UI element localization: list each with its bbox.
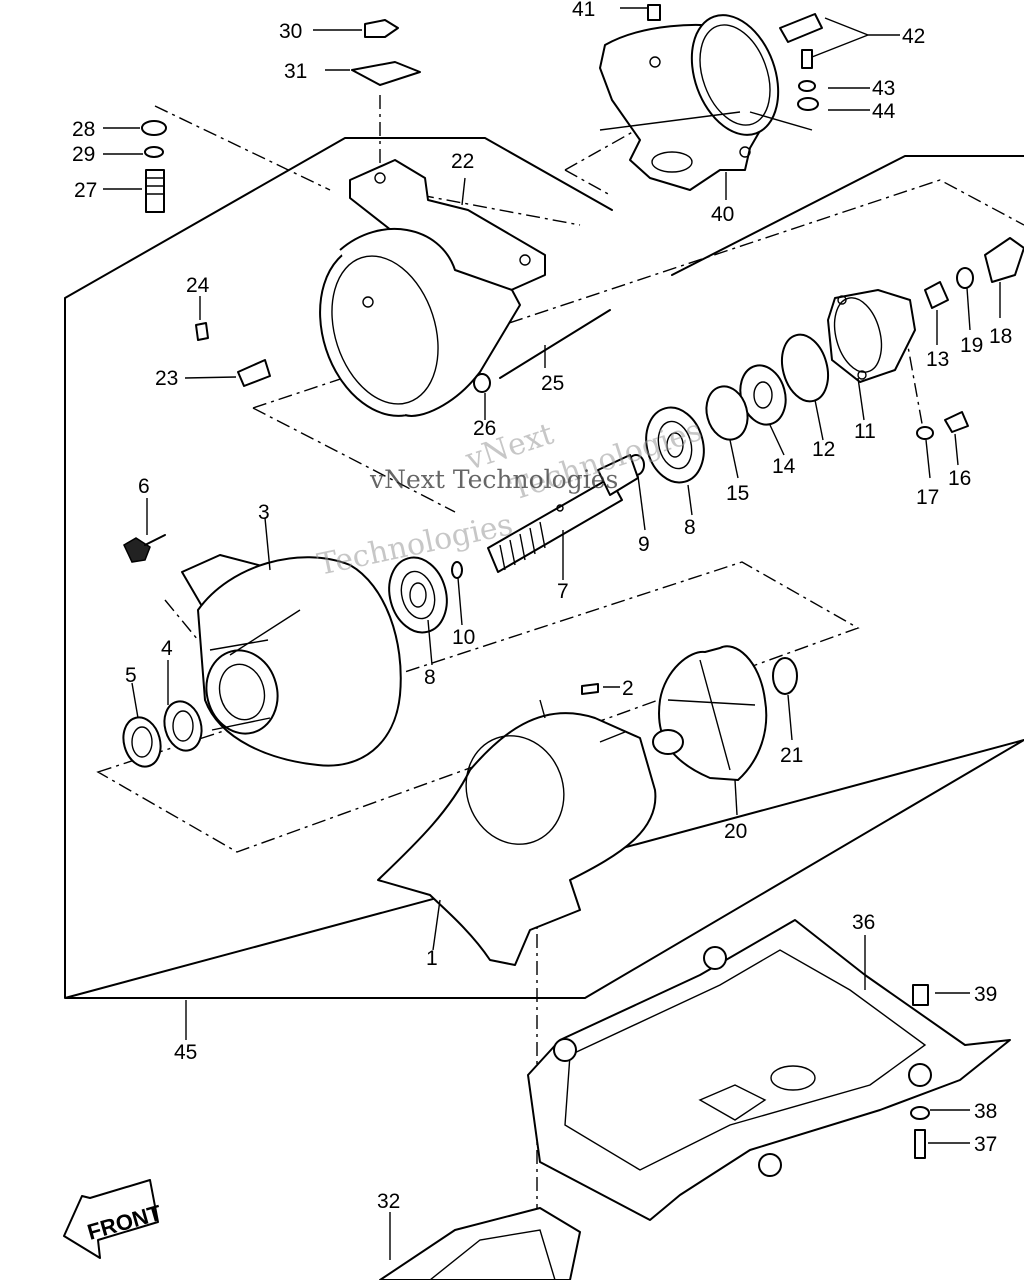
impeller-20 <box>652 645 768 781</box>
bearing-8-upper <box>645 406 705 484</box>
label-27: 27 <box>74 179 97 202</box>
label-12: 12 <box>812 438 835 461</box>
key-2 <box>581 683 599 695</box>
label-19: 19 <box>960 334 983 357</box>
leader-28-dash <box>154 95 581 226</box>
leader-lines <box>103 7 1001 1260</box>
pump-plate-36 <box>527 919 1011 1221</box>
label-36: 36 <box>852 911 875 934</box>
label-45: 45 <box>174 1041 197 1064</box>
pump-housing-22 <box>319 159 546 417</box>
assembly-outline-45 <box>64 137 1024 999</box>
label-40: 40 <box>711 203 734 226</box>
circlip-10 <box>451 561 463 579</box>
label-6: 6 <box>138 475 150 498</box>
label-10: 10 <box>452 626 475 649</box>
label-9: 9 <box>638 533 650 556</box>
label-5: 5 <box>125 664 137 687</box>
label-16: 16 <box>948 467 971 490</box>
label-29: 29 <box>72 143 95 166</box>
label-23: 23 <box>155 367 178 390</box>
label-7: 7 <box>557 580 569 603</box>
part-labels: 30 31 28 29 27 22 24 23 25 26 41 42 43 4… <box>72 0 1012 1213</box>
pump-cap-11 <box>827 289 916 383</box>
o-ring-12 <box>780 333 830 403</box>
seal-4 <box>163 700 203 752</box>
label-15: 15 <box>726 482 749 505</box>
label-38: 38 <box>974 1100 997 1123</box>
label-21: 21 <box>780 744 803 767</box>
front-arrow-indicator: FRONT <box>63 1179 165 1259</box>
label-17: 17 <box>916 486 939 509</box>
watermark-line3: vNext Technologies <box>369 465 618 494</box>
label-3: 3 <box>258 501 270 524</box>
label-28: 28 <box>72 118 95 141</box>
label-41: 41 <box>572 0 595 21</box>
label-14: 14 <box>772 455 796 478</box>
label-18: 18 <box>989 325 1012 348</box>
washer-21 <box>772 657 798 695</box>
label-26: 26 <box>473 417 496 440</box>
label-8-lower: 8 <box>424 666 436 689</box>
label-1: 1 <box>426 947 438 970</box>
bearing-8-lower <box>388 556 448 634</box>
label-30: 30 <box>279 20 302 43</box>
label-2: 2 <box>622 677 634 700</box>
label-31: 31 <box>284 60 307 83</box>
pump-body-3 <box>181 554 402 767</box>
label-11: 11 <box>854 420 876 443</box>
grate-32 <box>379 1207 581 1280</box>
label-13: 13 <box>926 348 949 371</box>
intake-housing-40 <box>599 14 780 191</box>
label-24: 24 <box>186 274 210 297</box>
nozzle-1 <box>377 699 657 966</box>
label-43: 43 <box>872 77 895 100</box>
seal-5 <box>122 716 162 768</box>
label-4: 4 <box>161 637 173 660</box>
label-42: 42 <box>902 25 925 48</box>
subgroup-outline-upper <box>252 179 1024 513</box>
label-25: 25 <box>541 372 564 395</box>
label-20: 20 <box>724 820 747 843</box>
label-8-upper: 8 <box>684 516 696 539</box>
hardware-small <box>141 4 1024 1159</box>
label-22: 22 <box>451 150 474 173</box>
label-32: 32 <box>377 1190 400 1213</box>
label-39: 39 <box>974 983 997 1006</box>
label-44: 44 <box>872 100 896 123</box>
grease-nipple-6 <box>123 534 166 563</box>
collar-15 <box>705 385 749 441</box>
subgroup-outline-lower <box>96 561 860 853</box>
label-37: 37 <box>974 1133 997 1156</box>
